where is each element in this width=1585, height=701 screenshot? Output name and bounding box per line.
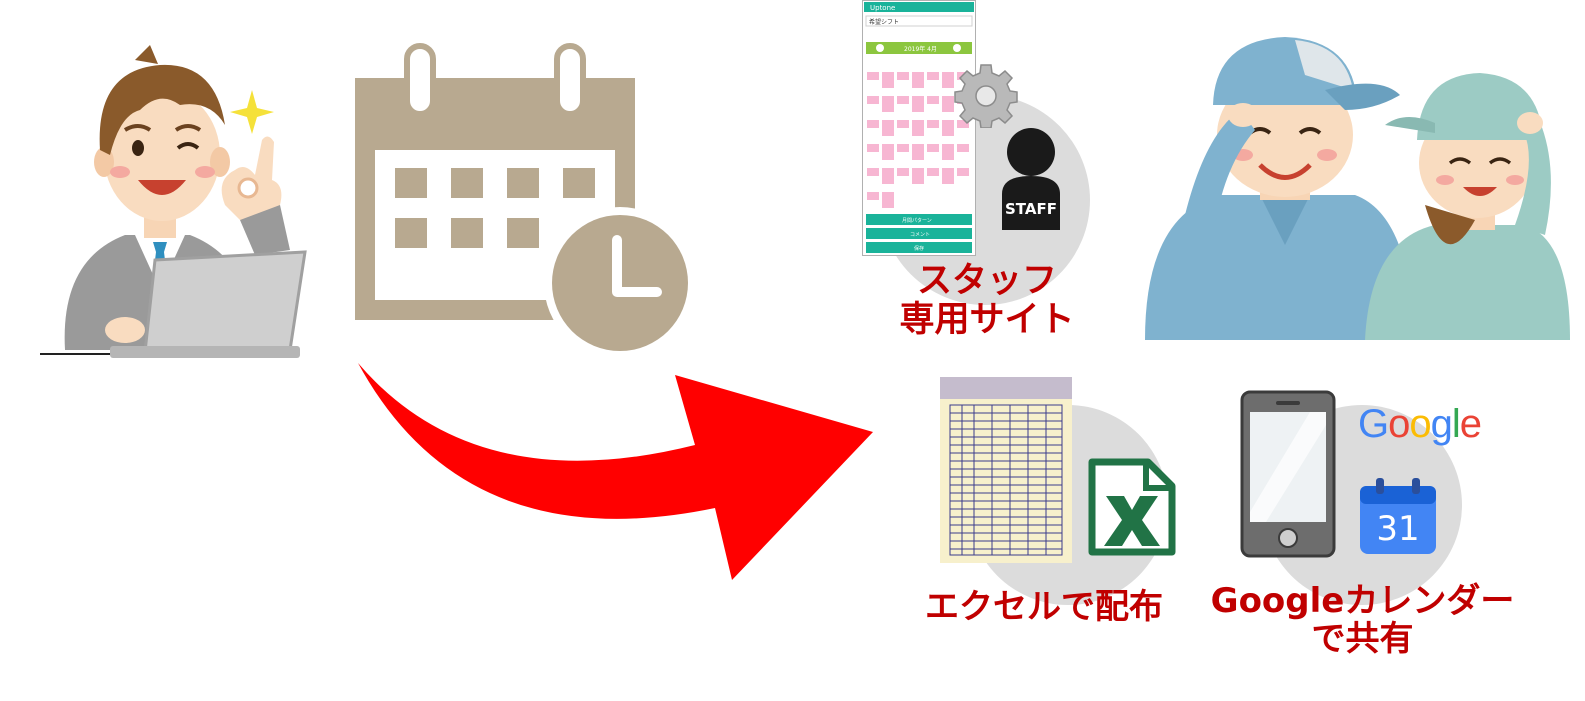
google-logo-text: Google [1358,402,1482,446]
phone-calendar-cell [912,144,924,160]
phone-calendar-cell [897,168,909,176]
phone-calendar-cell [882,120,894,136]
curved-arrow-icon [358,363,873,580]
google-logo-letter: l [1451,402,1461,446]
google-logo-letter: o [1409,402,1431,446]
phone-calendar-cell [957,144,969,152]
google-logo-letter: o [1388,402,1410,446]
smartphone-icon [1240,390,1336,558]
phone-calendar-cell [927,144,939,152]
phone-calendar-cell [912,72,924,88]
phone-calendar-cell [882,144,894,160]
google-logo-letter: G [1358,402,1389,446]
phone-month: 2019年 4月 [904,45,937,53]
excel-label: エクセルで配布 [925,587,1163,627]
spreadsheet-icon [940,377,1072,563]
staff-silhouette-icon: STAFF [1002,128,1060,230]
phone-calendar-cell [867,72,879,80]
phone-calendar-cell [912,96,924,112]
google-label-line2: で共有 [1311,619,1414,660]
phone-calendar-cell [927,168,939,176]
gear-icon [954,64,1018,128]
google-logo: Google [1358,402,1482,446]
phone-calendar-cell [897,120,909,128]
excel-icon [1088,458,1176,556]
phone-calendar-cell [897,72,909,80]
phone-calendar-cell [867,120,879,128]
phone-calendar-cell [942,168,954,184]
phone-calendar-cell [957,168,969,176]
phone-calendar-cell [927,120,939,128]
phone-calendar-cell [882,192,894,208]
phone-button-pattern: 月間パターン [902,217,932,224]
google-label-line1: Googleカレンダー [1210,581,1515,621]
workers-icon [1145,37,1570,340]
phone-calendar-cell [882,96,894,112]
google-calendar-icon: 31 [1360,478,1436,554]
phone-calendar-grid [867,72,969,208]
phone-calendar-cell [912,168,924,184]
phone-header-title: Uptone [870,4,895,12]
phone-calendar-cell [867,144,879,152]
staff-site-label: スタッフ 専用サイト [887,261,1087,341]
calendar-clock-icon [355,43,695,359]
phone-calendar-cell [882,72,894,88]
businessman-ok-icon [40,45,307,358]
phone-calendar-cell [882,168,894,184]
staff-label-line2: 専用サイト [899,300,1075,341]
phone-calendar-cell [867,96,879,104]
phone-calendar-cell [927,96,939,104]
google-logo-letter: g [1430,402,1453,446]
phone-calendar-cell [957,120,969,128]
phone-calendar-cell [942,144,954,160]
sheet-border [949,404,1063,556]
google-logo-letter: e [1459,402,1482,446]
phone-calendar-cell [927,72,939,80]
phone-calendar-cell [942,120,954,136]
phone-calendar-cell [897,144,909,152]
phone-calendar-cell [867,192,879,200]
phone-calendar-cell [867,168,879,176]
staff-site-screenshot: Uptone 希望シフト 2019年 4月 月間パターン コメント 保存 [862,0,976,256]
phone-page-title: 希望シフト [869,18,899,26]
phone-button-save: 保存 [914,245,924,252]
google-calendar-label: Googleカレンダー で共有 [1200,582,1525,658]
phone-calendar-cell [897,96,909,104]
phone-calendar-cell [942,96,954,112]
staff-badge-text: STAFF [1005,200,1057,218]
phone-button-comment: コメント [910,232,930,238]
phone-calendar-cell [942,72,954,88]
phone-calendar-cell [912,120,924,136]
calendar-day-text: 31 [1376,509,1419,549]
staff-label-line1: スタッフ [916,261,1057,301]
